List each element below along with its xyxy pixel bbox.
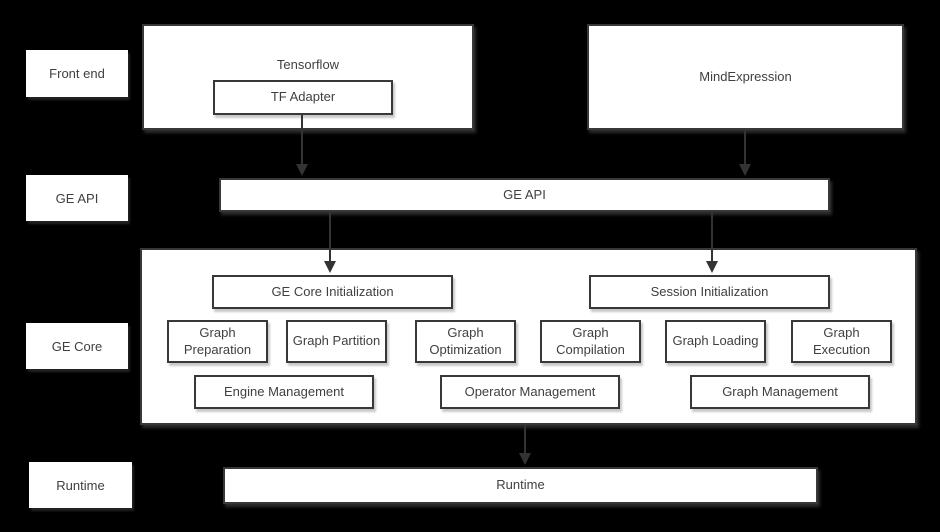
ge-core-box: GE Core Initialization Session Initializ…	[140, 248, 917, 425]
arrow-shaft	[329, 212, 331, 262]
graph-partition-label: Graph Partition	[292, 333, 381, 349]
arrow-mindexpression-to-ge-api	[739, 130, 751, 176]
mindexpression-box-label: MindExpression	[699, 68, 792, 84]
layer-label-runtime: Runtime	[29, 462, 132, 508]
layer-label-ge-api: GE API	[26, 175, 128, 221]
graph-preparation-box: Graph Preparation	[167, 320, 268, 363]
layer-label-front-end: Front end	[26, 50, 128, 97]
tensorflow-box-title: Tensorflow	[276, 57, 340, 72]
ge-core-initialization-box: GE Core Initialization	[212, 275, 453, 309]
graph-partition-box: Graph Partition	[286, 320, 387, 363]
engine-management-label: Engine Management	[224, 383, 344, 399]
graph-loading-box: Graph Loading	[665, 320, 766, 363]
runtime-bar-label: Runtime	[496, 477, 545, 493]
arrow-head-icon	[296, 164, 308, 176]
graph-optimization-label: Graph Optimization	[429, 325, 502, 357]
graph-execution-label: Graph Execution	[812, 325, 871, 357]
engine-management-box: Engine Management	[194, 375, 374, 409]
tf-adapter-box-label: TF Adapter	[270, 89, 336, 105]
ge-core-initialization-label: GE Core Initialization	[271, 283, 394, 299]
graph-preparation-label: Graph Preparation	[183, 325, 252, 357]
arrow-head-icon	[324, 261, 336, 273]
layer-label-ge-core: GE Core	[26, 323, 128, 369]
arrow-head-icon	[706, 261, 718, 273]
arrow-shaft	[524, 425, 526, 454]
arrow-ge-core-to-runtime	[519, 425, 531, 465]
arrow-ge-api-to-session-initialization	[706, 212, 718, 273]
arrow-head-icon	[739, 164, 751, 176]
operator-management-label: Operator Management	[464, 383, 596, 399]
layer-label-runtime-text: Runtime	[56, 477, 105, 493]
arrow-head-icon	[519, 453, 531, 465]
tf-adapter-box: TF Adapter	[213, 80, 393, 115]
layer-label-ge-api-text: GE API	[55, 190, 99, 206]
graph-compilation-box: Graph Compilation	[540, 320, 641, 363]
graph-management-box: Graph Management	[690, 375, 870, 409]
arrow-shaft	[301, 115, 303, 165]
ge-api-bar-label: GE API	[503, 186, 546, 202]
graph-optimization-box: Graph Optimization	[415, 320, 516, 363]
tensorflow-box: Tensorflow TF Adapter	[142, 24, 474, 130]
mindexpression-box: MindExpression	[587, 24, 904, 130]
layer-label-front-end-text: Front end	[49, 66, 105, 81]
arrow-tf-adapter-to-ge-api	[296, 115, 308, 176]
graph-execution-box: Graph Execution	[791, 320, 892, 363]
arrow-ge-api-to-ge-core-initialization	[324, 212, 336, 273]
ge-api-bar: GE API	[219, 178, 830, 212]
layer-label-ge-core-text: GE Core	[51, 338, 103, 354]
arrow-shaft	[711, 212, 713, 262]
session-initialization-box: Session Initialization	[589, 275, 830, 309]
graph-loading-label: Graph Loading	[672, 333, 759, 349]
runtime-bar: Runtime	[223, 467, 818, 504]
session-initialization-label: Session Initialization	[650, 283, 769, 299]
graph-management-label: Graph Management	[722, 383, 838, 399]
operator-management-box: Operator Management	[440, 375, 620, 409]
arrow-shaft	[744, 130, 746, 165]
graph-compilation-label: Graph Compilation	[556, 325, 625, 357]
